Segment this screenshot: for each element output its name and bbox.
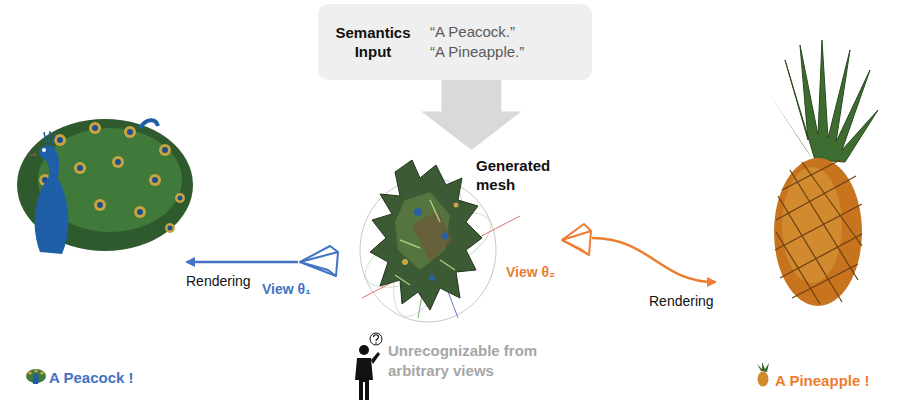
pineapple-illustration <box>770 40 878 306</box>
flow-arrow <box>421 80 521 150</box>
input-box: Semantics Input “A Peacock.”“A Pineapple.… <box>318 4 592 80</box>
peacock-render: A Peacock ! <box>5 112 187 397</box>
edge-label: Rendering <box>648 292 715 310</box>
input-examples: “A Peacock.”“A Pineapple.” <box>430 22 524 62</box>
peacock-illustration <box>17 119 193 254</box>
render-arrow <box>592 238 715 282</box>
thinking-person-icon <box>355 333 382 400</box>
example-prompt: “A Peacock.” <box>430 22 524 42</box>
input-heading: Semantics Input <box>330 23 416 61</box>
example-prompt: “A Pineapple.” <box>430 42 524 62</box>
pineapple-render: A Pineapple ! <box>715 35 898 400</box>
mesh-heading: Generated mesh <box>476 156 568 194</box>
edge-label: Rendering <box>185 272 252 290</box>
camera-view-1 <box>300 246 338 276</box>
render-arrow <box>187 261 298 264</box>
view-label: View θ₂ <box>506 262 555 282</box>
peacock-icon <box>26 369 46 384</box>
view-label: View θ₁ <box>262 279 311 299</box>
result-label: A Pineapple ! <box>775 372 869 390</box>
camera-view-2 <box>562 224 591 255</box>
pineapple-icon <box>757 362 769 387</box>
result-label: A Peacock ! <box>49 369 134 387</box>
mesh-region: Generated mesh <box>298 150 592 330</box>
annotation: Unrecognizable from arbitrary views <box>388 341 583 381</box>
